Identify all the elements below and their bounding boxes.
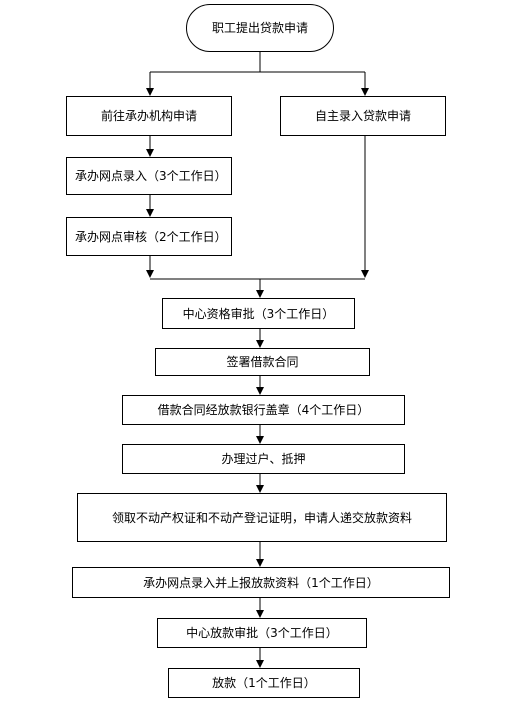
- step-sign-contract: 签署借款合同: [155, 348, 370, 376]
- step-transfer-mortgage: 办理过户、抵押: [122, 444, 405, 474]
- step-qualification-approval: 中心资格审批（3个工作日）: [162, 298, 355, 329]
- start-node: 职工提出贷款申请: [186, 4, 334, 52]
- branch-a-step3-box: 承办网点审核（2个工作日）: [66, 217, 232, 256]
- branch-a-step2-box: 承办网点录入（3个工作日）: [66, 157, 232, 195]
- step-upload-disbursement-docs: 承办网点录入并上报放款资料（1个工作日）: [72, 567, 450, 598]
- branch-a-step1-box: 前往承办机构申请: [66, 96, 232, 136]
- step-collect-certificates: 领取不动产权证和不动产登记证明，申请人递交放款资料: [77, 493, 447, 542]
- branch-b-step1-box: 自主录入贷款申请: [280, 96, 446, 136]
- step-disbursement: 放款（1个工作日）: [168, 668, 360, 698]
- step-disbursement-approval: 中心放款审批（3个工作日）: [157, 618, 367, 648]
- step-bank-stamp: 借款合同经放款银行盖章（4个工作日）: [122, 395, 405, 425]
